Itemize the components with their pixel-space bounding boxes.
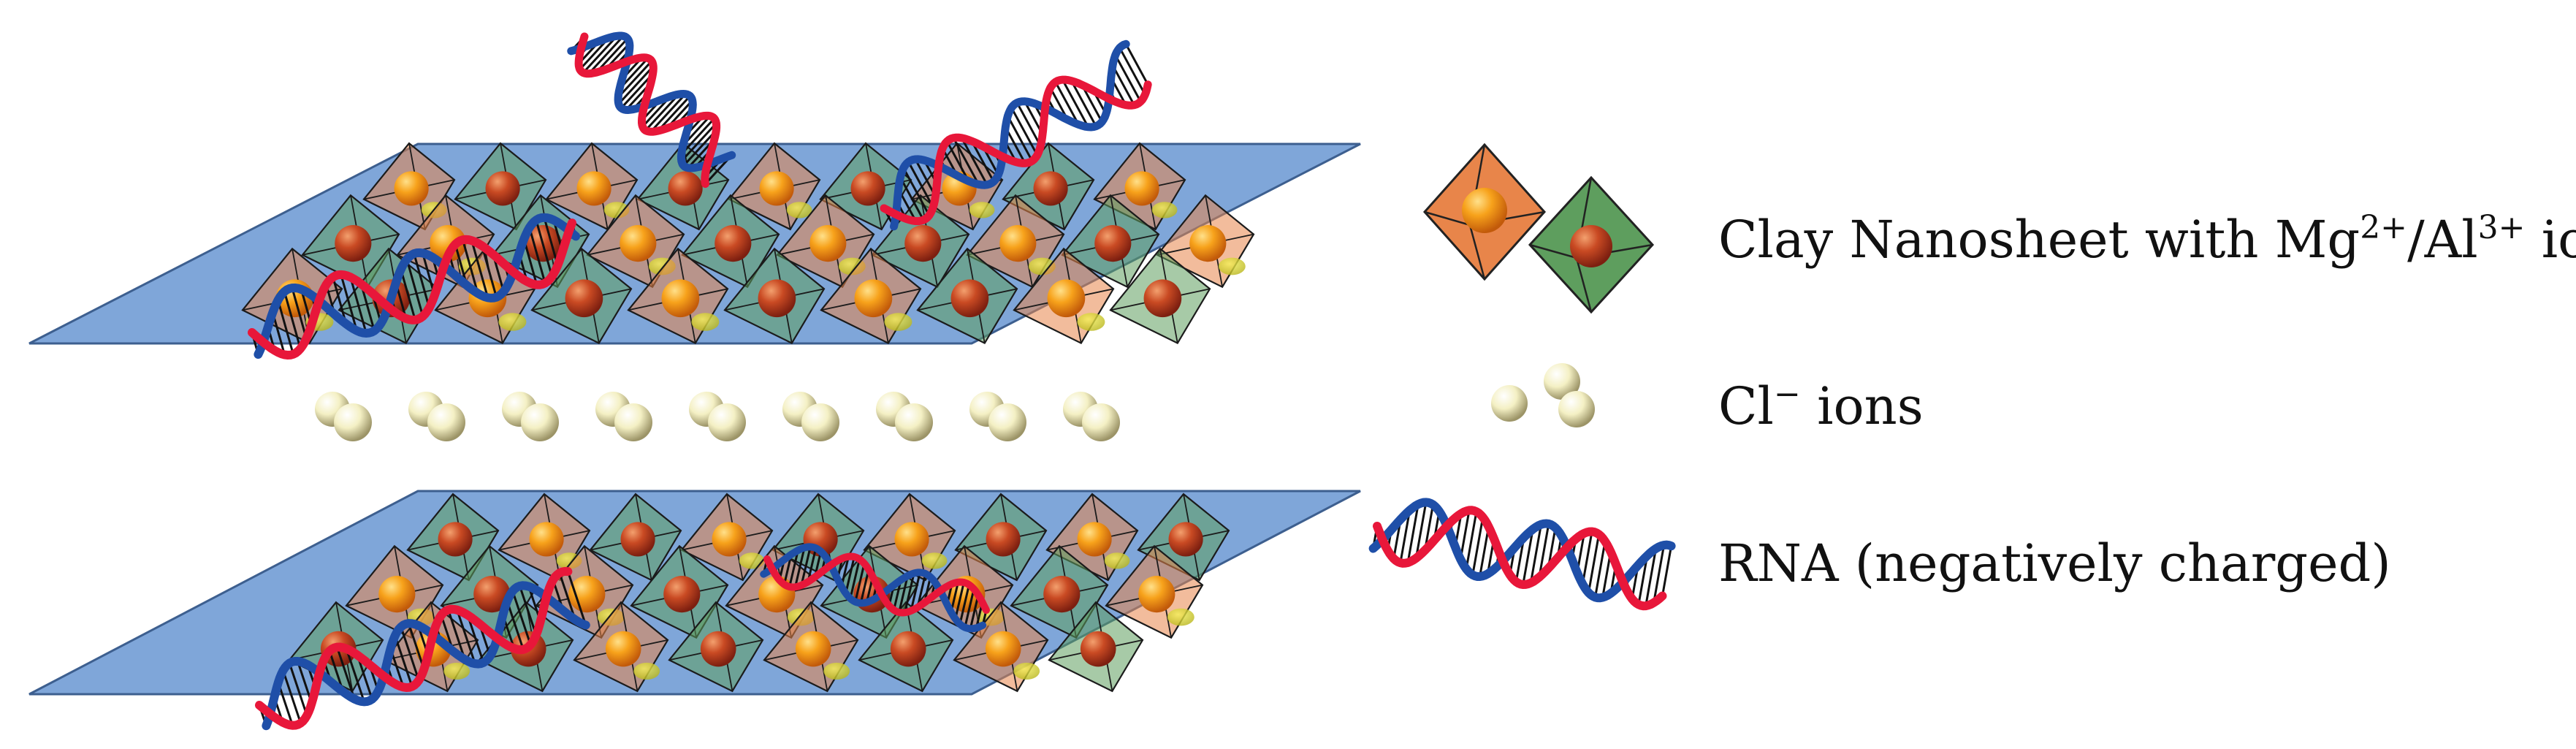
orange-metal-ion <box>1189 225 1227 262</box>
green-metal-ion <box>950 279 989 318</box>
orange-metal-ion <box>999 225 1037 262</box>
green-metal-ion <box>1168 522 1203 557</box>
chloride-ion-pair <box>969 392 1026 441</box>
orange-metal-ion <box>1124 171 1159 206</box>
green-metal-ion <box>1143 279 1182 318</box>
orange-metal-ion <box>809 225 847 262</box>
orange-metal-ion <box>620 225 657 262</box>
rna-strand-top-left <box>248 213 581 360</box>
green-octahedron <box>916 247 1018 345</box>
chloride-ion-pair <box>689 392 746 441</box>
orange-octahedron <box>763 601 859 693</box>
green-metal-ion <box>1033 171 1068 206</box>
orange-metal-ion <box>576 171 611 206</box>
green-metal-ion <box>850 171 885 206</box>
orange-metal-ion <box>795 631 831 667</box>
interlayer-chloride-ions <box>315 392 1120 441</box>
green-octahedron <box>630 544 729 639</box>
chloride-ion-icon <box>1491 363 1595 427</box>
orange-octahedron <box>863 493 956 582</box>
chloride-ion-pair <box>1063 392 1120 441</box>
green-metal-ion <box>668 171 703 206</box>
green-metal-ion <box>438 522 473 557</box>
green-octahedron <box>668 601 764 693</box>
green-octahedron <box>858 601 954 693</box>
green-metal-ion <box>335 225 372 262</box>
bottom-clay-nanosheet <box>28 490 1361 696</box>
green-octahedron <box>723 247 826 345</box>
orange-octahedron <box>498 493 591 582</box>
rna-strands <box>248 31 1152 731</box>
rna-strand-bottom-middle <box>760 543 990 633</box>
green-metal-ion <box>715 225 752 262</box>
orange-metal-ion <box>854 279 893 318</box>
orange-metal-ion <box>605 631 641 667</box>
green-octahedron <box>1048 601 1144 693</box>
orange-octahedron-icon <box>1422 142 1547 281</box>
orange-metal-ion <box>1047 279 1086 318</box>
orange-metal-ion <box>661 279 700 318</box>
orange-metal-ion <box>712 522 747 557</box>
chloride-ion-pair <box>782 392 839 441</box>
orange-octahedron <box>627 247 729 345</box>
green-octahedron <box>681 194 780 289</box>
chloride-ion-pair <box>595 392 652 441</box>
green-octahedron <box>454 142 547 231</box>
rna-strand-bottom-left <box>255 566 590 731</box>
orange-metal-ion <box>759 171 794 206</box>
legend-rna-label: RNA (negatively charged) <box>1718 533 2391 593</box>
orange-octahedron <box>728 142 821 231</box>
orange-metal-ion <box>568 576 606 613</box>
orange-metal-ion <box>1077 522 1112 557</box>
green-metal-ion <box>565 279 603 318</box>
orange-octahedron <box>1105 544 1204 639</box>
green-metal-ion <box>1080 631 1116 667</box>
legend-chloride-label: Cl− ions <box>1718 376 1924 436</box>
orange-octahedron <box>953 601 1049 693</box>
orange-octahedron <box>573 601 669 693</box>
green-metal-ion <box>986 522 1021 557</box>
green-metal-ion <box>890 631 926 667</box>
legend-clay-label: Clay Nanosheet with Mg2+/Al3+ ions <box>1718 209 2576 270</box>
orange-metal-ion <box>894 522 929 557</box>
green-octahedron <box>301 194 400 289</box>
orange-metal-ion <box>1138 576 1175 613</box>
green-metal-ion <box>700 631 736 667</box>
chloride-ion-pair <box>876 392 933 441</box>
chloride-ion-pair <box>502 392 559 441</box>
chloride-ion-pair <box>315 392 372 441</box>
green-metal-ion <box>620 522 655 557</box>
orange-octahedron <box>820 247 922 345</box>
green-octahedron <box>530 247 633 345</box>
orange-metal-ion <box>529 522 564 557</box>
orange-metal-ion <box>394 171 429 206</box>
rna-strand-top-right <box>880 39 1152 231</box>
rna-helix-icon <box>1368 498 1676 611</box>
green-octahedron <box>1109 247 1211 345</box>
green-metal-ion <box>663 576 701 613</box>
green-metal-ion <box>485 171 520 206</box>
green-octahedron <box>1061 194 1160 289</box>
rna-helix-icon-strand <box>1368 498 1676 611</box>
green-metal-ion <box>473 576 511 613</box>
green-metal-ion <box>904 225 942 262</box>
orange-octahedron <box>776 194 875 289</box>
orange-metal-ion <box>378 576 416 613</box>
green-octahedron-icon <box>1528 175 1655 314</box>
rna-strand-top-falling <box>567 31 736 189</box>
orange-octahedron <box>1156 194 1255 289</box>
legend: Clay Nanosheet with Mg2+/Al3+ ions Cl− i… <box>1368 142 2576 611</box>
green-metal-ion <box>1094 225 1132 262</box>
green-octahedron <box>1010 544 1109 639</box>
orange-octahedron <box>1013 247 1115 345</box>
chloride-ion-pair <box>408 392 465 441</box>
green-metal-ion <box>1043 576 1081 613</box>
green-octahedron <box>871 194 970 289</box>
top-clay-nanosheet <box>28 142 1361 345</box>
orange-octahedron <box>680 493 774 582</box>
green-metal-ion <box>758 279 796 318</box>
orange-metal-ion <box>985 631 1021 667</box>
